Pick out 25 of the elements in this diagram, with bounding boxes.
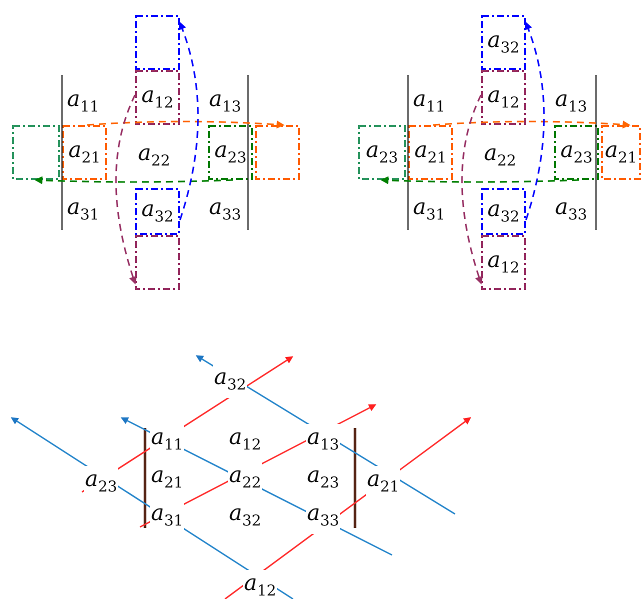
matrix-entry-box: a$_{32}$ [481,15,526,70]
matrix-entry-box: a$_{23}$ [554,125,599,180]
matrix-entry-box: a$_{12}$ [481,70,526,125]
curved-arrow [86,120,285,129]
empty-box [255,125,300,180]
empty-box [135,235,180,290]
curved-arrow [461,94,483,285]
matrix-entry-box: a$_{32}$ [135,188,180,235]
matrix-entry-box: a$_{21}$ [408,125,453,180]
matrix-entry-box: a$_{21}$ [62,125,107,180]
matrix-entry: a$_{32}$ [213,364,248,398]
curved-arrow [432,120,631,129]
matrix-entry-box: a$_{21}$ [601,125,641,180]
matrix-entry-box: a$_{12}$ [135,70,180,125]
matrix-entry-box: a$_{12}$ [481,235,526,290]
curved-arrow [34,176,234,184]
curved-arrow [524,22,545,220]
curved-arrow [380,176,580,184]
matrix-entry-box: a$_{23}$ [208,125,253,180]
curved-arrow [115,94,137,285]
empty-box [12,125,60,180]
empty-box [135,15,180,70]
curved-arrow [178,22,199,220]
matrix-entry-box: a$_{23}$ [358,125,406,180]
matrix-entry-box: a$_{32}$ [481,188,526,235]
